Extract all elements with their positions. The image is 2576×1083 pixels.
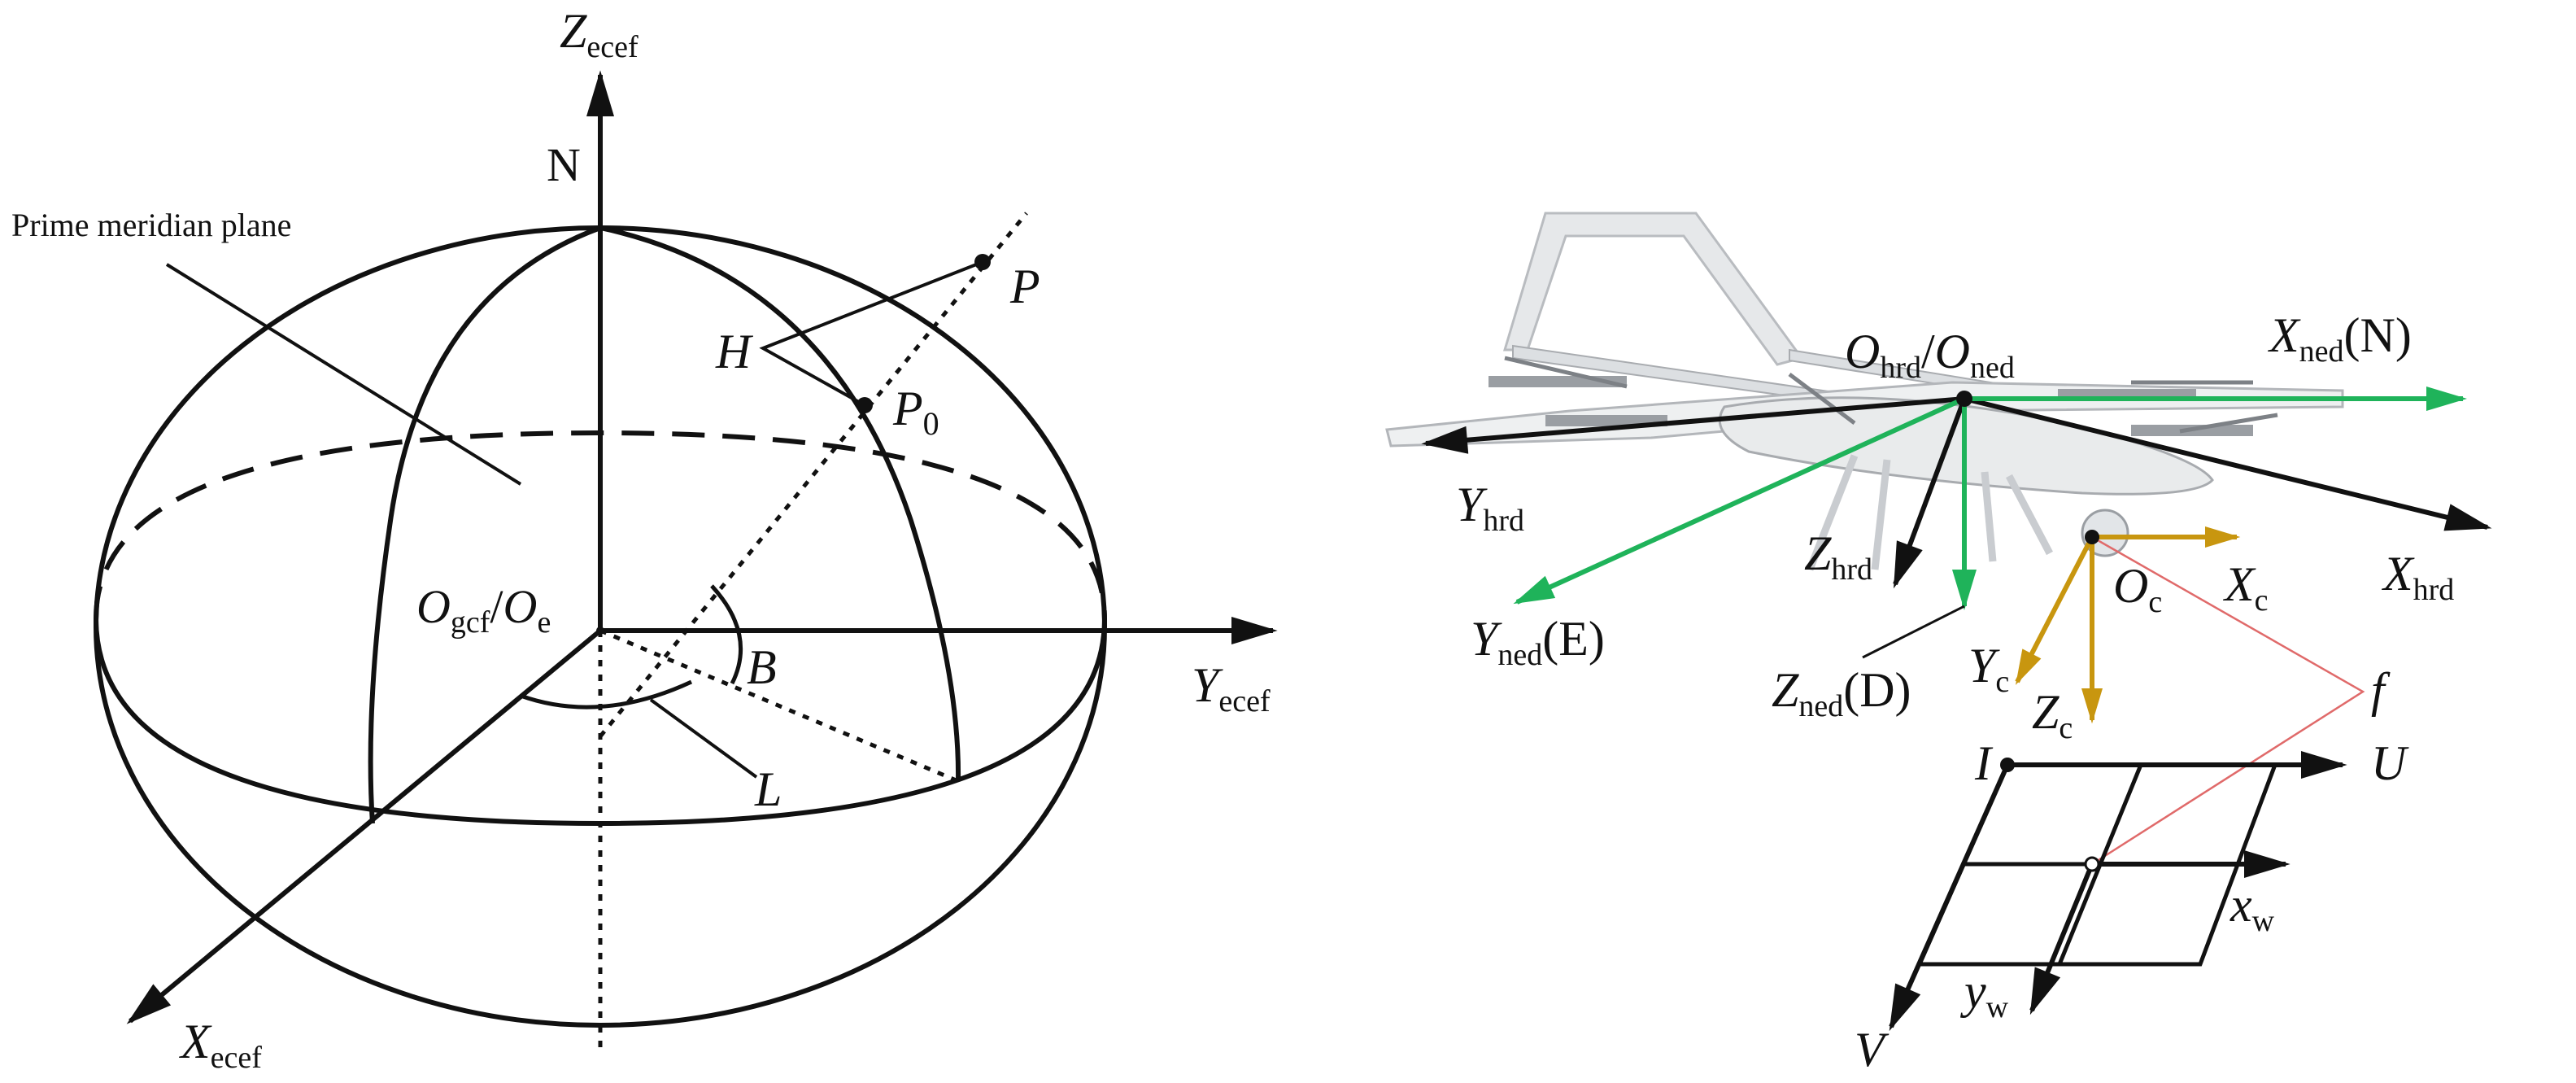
camera-origin-label: Oc xyxy=(2113,559,2162,619)
x-ecef-label: Xecef xyxy=(179,1015,262,1075)
drone-landing-leg xyxy=(1806,454,1859,571)
latitude-label: B xyxy=(747,640,777,694)
drone-propeller xyxy=(2179,413,2278,434)
uav-diagram: Ohrd/Oned Xned(N) Yhrd Zhrd Xhrd Yned(E)… xyxy=(1385,212,2492,1076)
y-hrd-label: Yhrd xyxy=(1456,478,1524,538)
y-c-label: Yc xyxy=(1968,639,2009,699)
longitude-arc xyxy=(520,679,693,710)
height-leader-lines xyxy=(759,260,983,407)
longitude-leader-line xyxy=(649,698,758,779)
z-c-label: Zc xyxy=(2032,685,2073,745)
z-ned-leader-line xyxy=(1862,605,1965,659)
ecef-origin-dot xyxy=(596,627,604,635)
point-p0-label: P0 xyxy=(892,382,939,442)
drone-landing-leg xyxy=(2006,474,2053,556)
plane-leader-line xyxy=(165,263,522,486)
x-ned-label: Xned(N) xyxy=(2268,308,2412,369)
drone-v-tail xyxy=(1502,212,1804,366)
principal-point xyxy=(2084,856,2100,872)
camera-origin-dot xyxy=(2085,530,2099,544)
z-ned-label: Zned(D) xyxy=(1772,663,1911,723)
y-w-axis xyxy=(2029,862,2094,1015)
x-hrd-axis xyxy=(1964,396,2492,531)
y-ned-axis xyxy=(1513,396,1966,605)
image-origin-label: I xyxy=(1974,736,1994,790)
focal-length-label: f xyxy=(2371,663,2391,717)
ellipsoid-normal-dotted xyxy=(599,212,1028,738)
ecef-origin-label: Ogcf/Oe xyxy=(416,580,551,640)
y-w-label: yw xyxy=(1959,964,2009,1024)
image-origin-dot xyxy=(2000,758,2015,772)
y-ecef-label: Yecef xyxy=(1192,658,1271,718)
image-plane-grid xyxy=(1889,751,2347,1032)
z-ecef-label: Zecef xyxy=(560,4,639,64)
y-ned-label: Yned(E) xyxy=(1471,612,1605,672)
hrd-ned-origin-dot xyxy=(1956,391,1972,407)
prime-meridian-curve xyxy=(368,225,602,824)
v-axis xyxy=(1889,763,2010,1032)
z-hrd-axis xyxy=(1893,397,1967,589)
height-label: H xyxy=(715,325,754,378)
prime-meridian-plane-label: Prime meridian plane xyxy=(11,207,291,243)
latitude-arc xyxy=(710,584,743,685)
point-meridian-curve xyxy=(599,225,961,782)
north-label: N xyxy=(547,138,581,191)
equatorial-projection-dotted xyxy=(599,628,959,784)
longitude-label: L xyxy=(754,762,782,816)
y-hrd-axis xyxy=(1421,396,1965,454)
ecef-diagram: Zecef N Prime meridian plane Ogcf/Oe Yec… xyxy=(11,4,1278,1075)
z-hrd-label: Zhrd xyxy=(1804,526,1872,587)
v-axis-label: V xyxy=(1855,1023,1890,1076)
point-p-dot xyxy=(974,254,991,270)
focal-ray xyxy=(2091,535,2365,866)
drone-propeller xyxy=(1788,373,1856,425)
drone-landing-leg xyxy=(1981,471,1997,562)
x-ecef-axis xyxy=(126,628,602,1024)
point-p-label: P xyxy=(1009,260,1040,313)
x-hrd-label: Xhrd xyxy=(2382,547,2454,607)
x-w-label: xw xyxy=(2229,878,2275,938)
x-c-label: Xc xyxy=(2223,557,2269,618)
y-c-axis xyxy=(2015,535,2094,685)
hrd-ned-origin-label: Ohrd/Oned xyxy=(1845,325,2015,385)
drone-illustration xyxy=(1385,212,2344,571)
u-axis-label: U xyxy=(2371,736,2409,790)
point-p0-dot xyxy=(856,397,873,413)
drone-landing-leg xyxy=(1871,459,1891,570)
drone-propeller xyxy=(1504,356,1628,389)
